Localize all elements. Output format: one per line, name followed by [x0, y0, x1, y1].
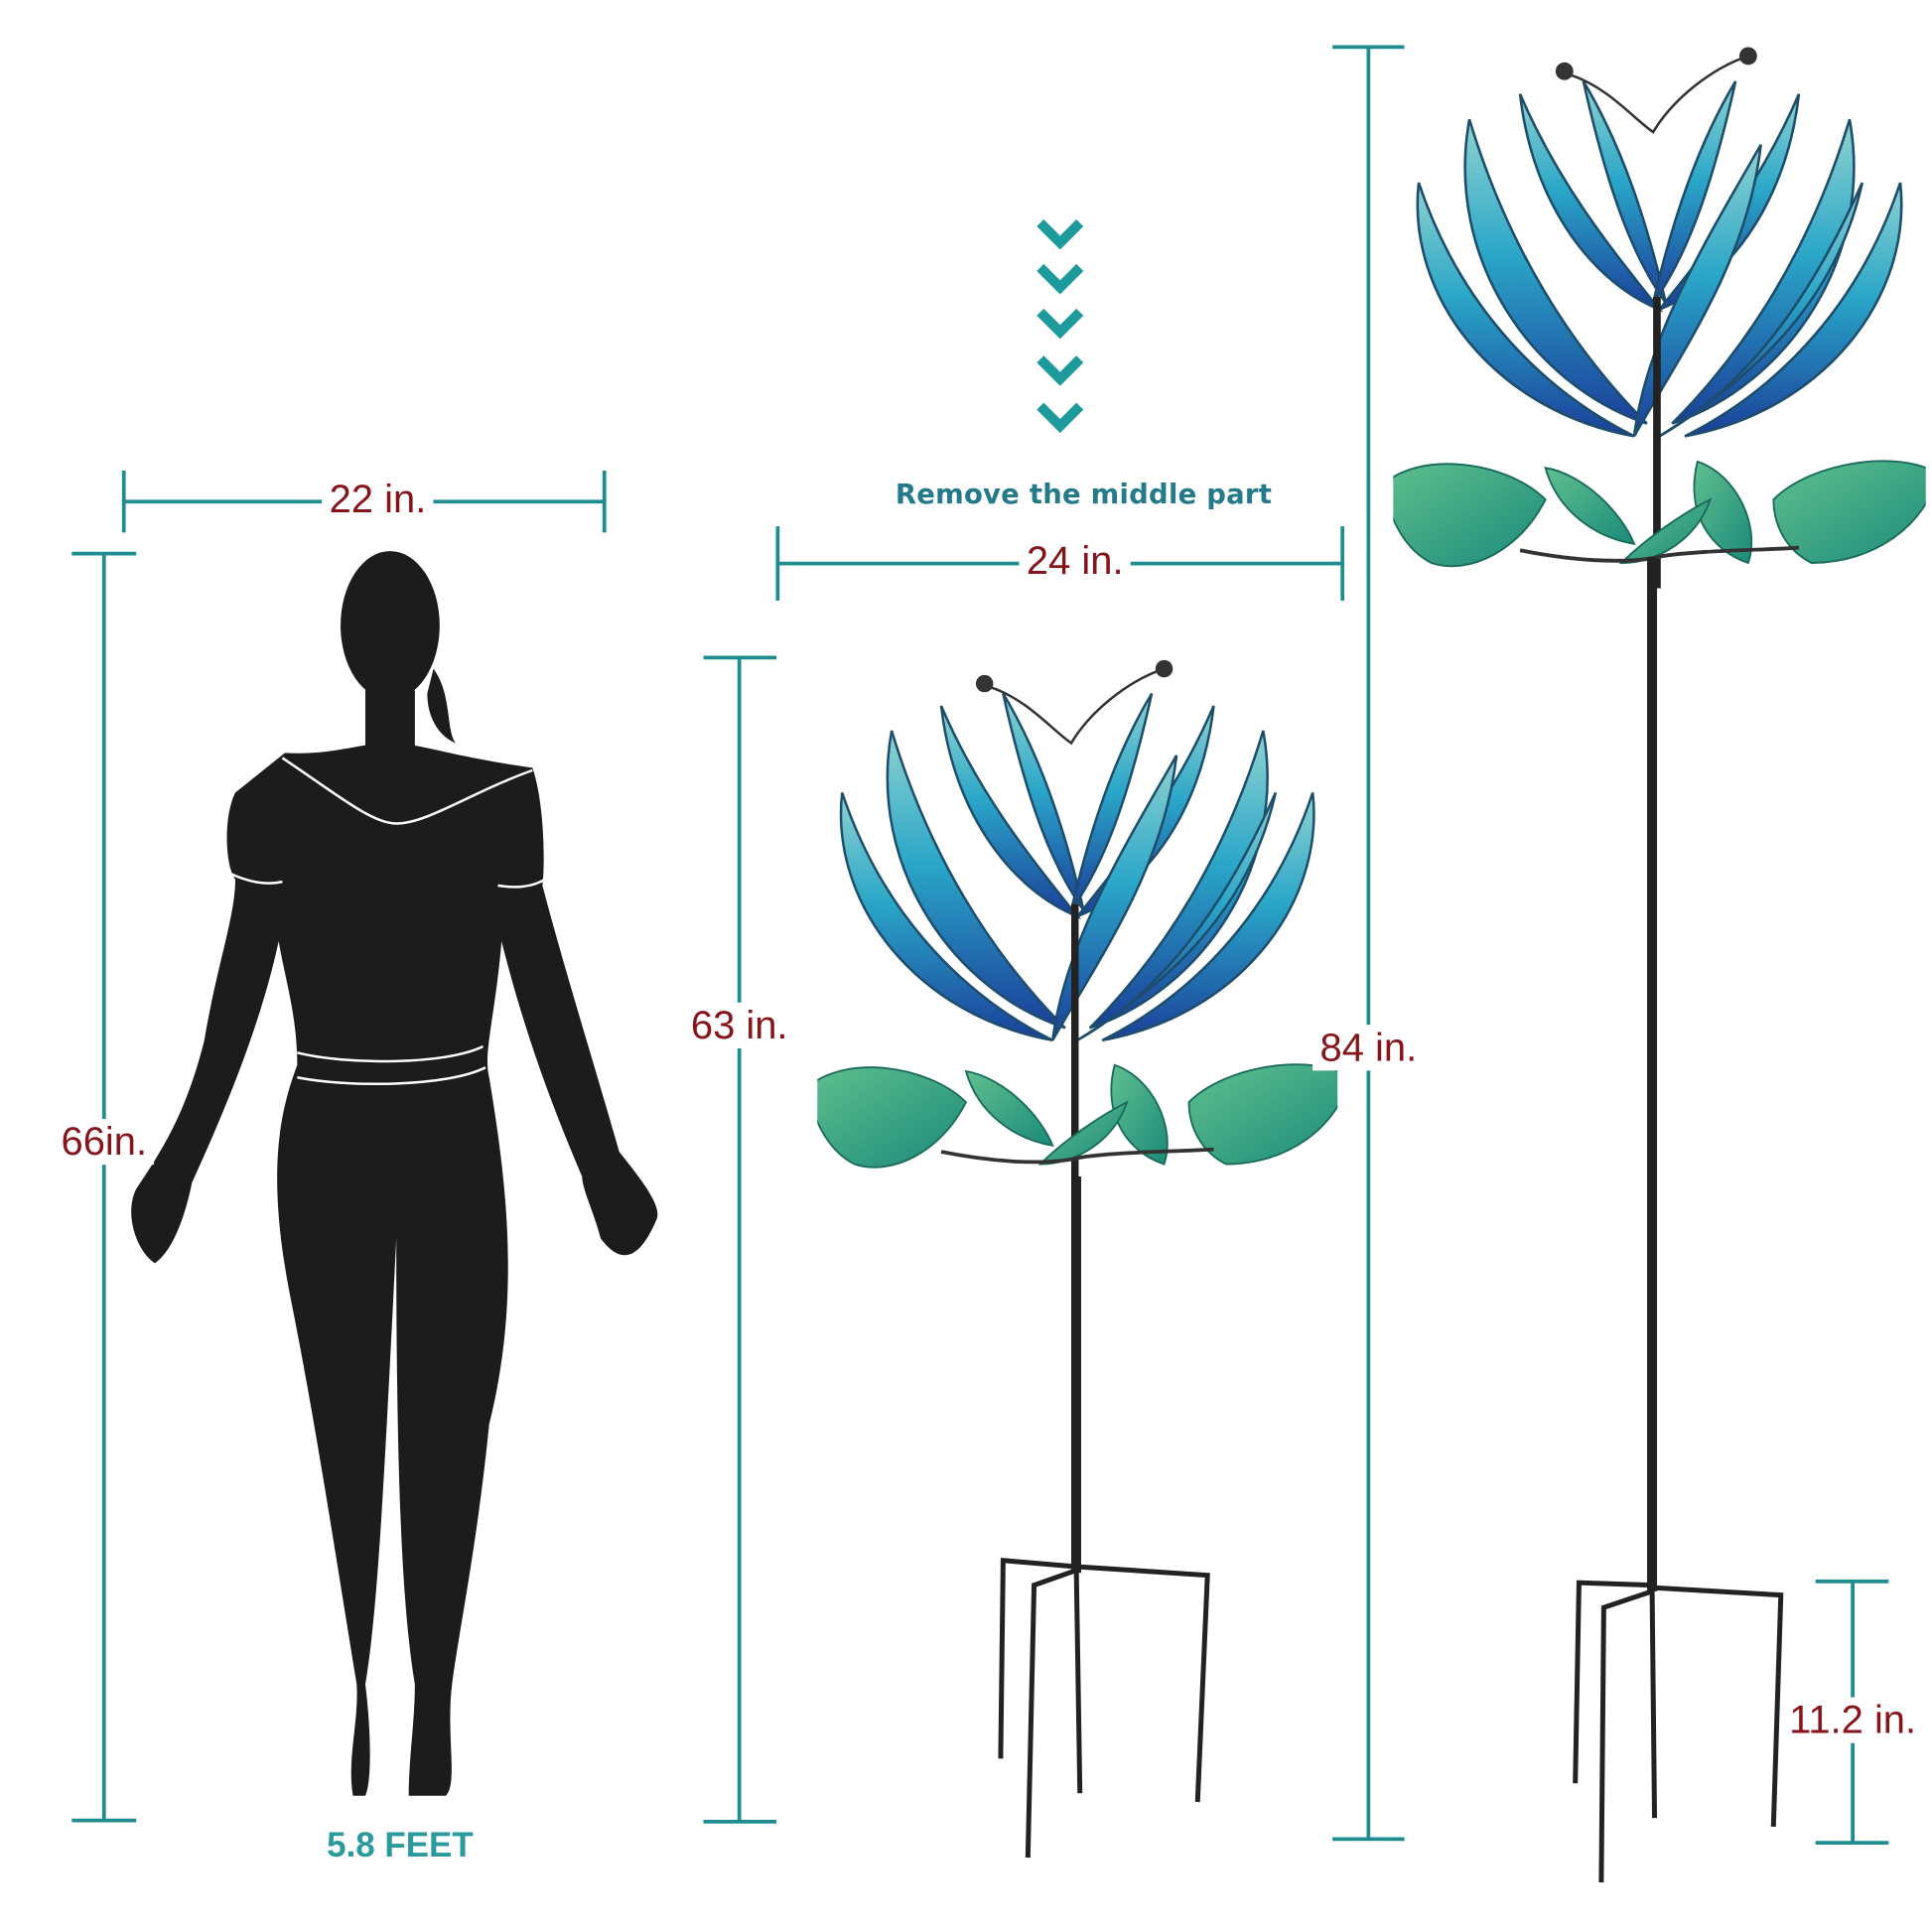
- tall-spinner: [1381, 47, 1932, 1883]
- person-width-label: 22 in.: [322, 476, 434, 522]
- chevron-down-icon: [1036, 219, 1084, 434]
- short-spinner: [805, 660, 1350, 1859]
- dimension-lines: [71, 45, 1889, 1846]
- stake-height-label: 11.2 in.: [1781, 1697, 1924, 1743]
- remove-middle-note: Remove the middle part: [888, 480, 1280, 511]
- spinner-width-label: 24 in.: [1019, 537, 1132, 585]
- person-height-label: 66in.: [54, 1119, 155, 1166]
- short-height-label: 63 in.: [683, 1002, 796, 1048]
- person-feet-label: 5.8 FEET: [319, 1825, 482, 1865]
- person-silhouette: [131, 551, 658, 1796]
- tall-height-label: 84 in.: [1312, 1025, 1425, 1071]
- person-outline-details: [228, 757, 546, 1086]
